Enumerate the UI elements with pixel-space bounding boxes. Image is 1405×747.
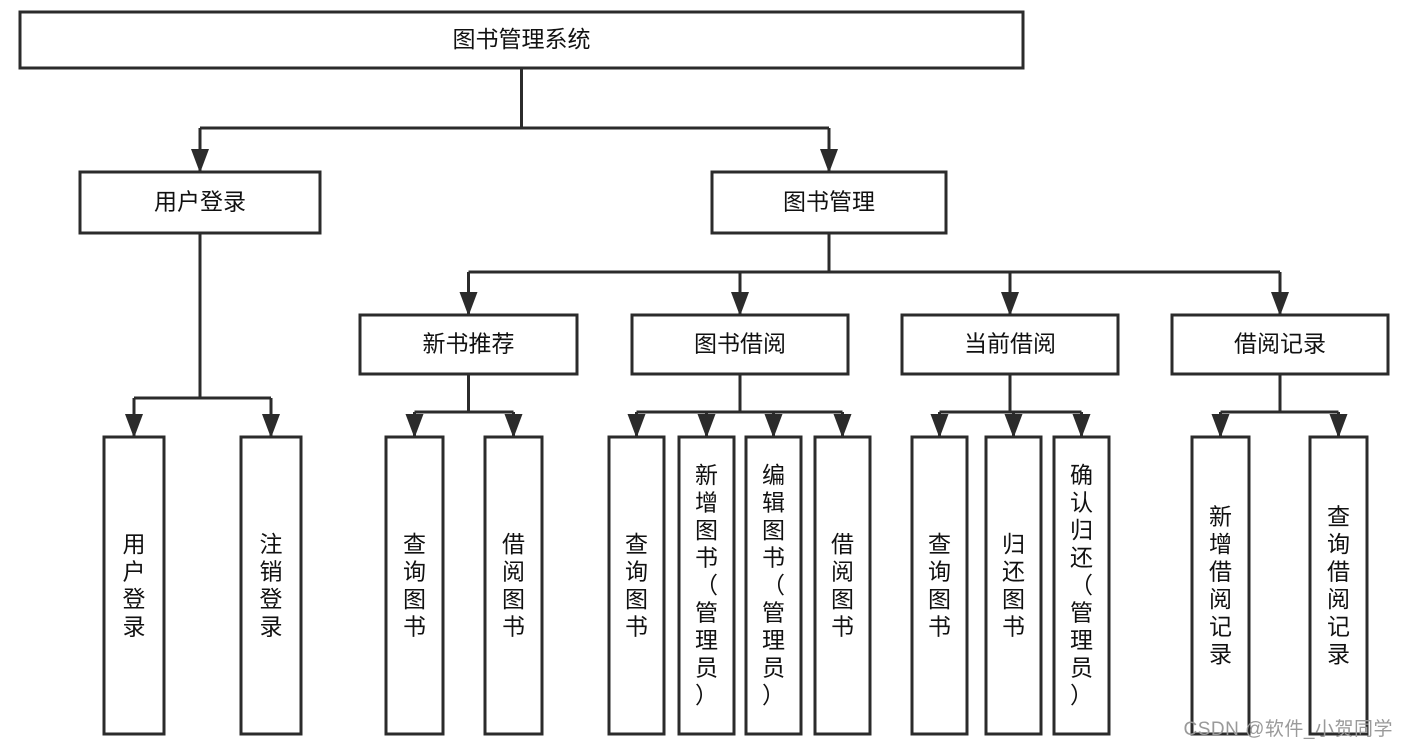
node-current-borrow[interactable]: 当前借阅 (900, 313, 1120, 376)
arrow-down-icon (820, 149, 838, 173)
node-box (677, 435, 736, 736)
node-box (607, 435, 666, 736)
arrow-down-icon (405, 414, 424, 438)
node-leaf-query-book-current[interactable]: 查询图书 (910, 435, 969, 736)
arrow-down-icon (764, 414, 783, 438)
node-leaf-add-borrow-record[interactable]: 新增借阅记录 (1190, 435, 1251, 736)
arrow-down-icon (262, 414, 280, 438)
node-user-login[interactable]: 用户登录 (78, 170, 322, 235)
node-layer: 图书管理系统用户登录图书管理新书推荐图书借阅当前借阅借阅记录用户登录注销登录查询… (18, 10, 1390, 736)
node-box (1308, 435, 1369, 736)
node-new-book-recommend[interactable]: 新书推荐 (358, 313, 579, 376)
node-box (358, 313, 579, 376)
node-book-management[interactable]: 图书管理 (710, 170, 948, 235)
node-label: 查询图书 (625, 531, 648, 640)
node-box (1190, 435, 1251, 736)
node-label: 查询借阅记录 (1327, 503, 1350, 667)
node-leaf-query-book-rec[interactable]: 查询图书 (384, 435, 445, 736)
node-label: 新书推荐 (423, 331, 515, 357)
node-label: 图书管理系统 (453, 26, 591, 52)
node-box (384, 435, 445, 736)
node-box (239, 435, 303, 736)
arrow-down-icon (930, 414, 949, 438)
arrow-down-icon (125, 414, 143, 438)
node-label: 用户登录 (154, 189, 246, 215)
node-leaf-user-login[interactable]: 用户登录 (102, 435, 166, 736)
node-label: 当前借阅 (964, 331, 1056, 357)
arrow-down-icon (1271, 292, 1289, 316)
arrow-down-icon (627, 414, 646, 438)
arrow-down-icon (504, 414, 523, 438)
node-label: 新增借阅记录 (1209, 503, 1232, 667)
node-label: 用户登录 (123, 531, 146, 640)
node-leaf-query-book-borrow[interactable]: 查询图书 (607, 435, 666, 736)
node-box (813, 435, 872, 736)
node-borrow-record[interactable]: 借阅记录 (1170, 313, 1390, 376)
arrow-down-icon (1001, 292, 1019, 316)
node-box (18, 10, 1025, 70)
node-leaf-borrow-book[interactable]: 借阅图书 (813, 435, 872, 736)
node-box (910, 435, 969, 736)
node-box (78, 170, 322, 235)
node-label: 借阅图书 (831, 531, 854, 640)
node-leaf-return-book[interactable]: 归还图书 (984, 435, 1043, 736)
node-label: 查询图书 (928, 531, 951, 640)
node-book-borrow[interactable]: 图书借阅 (630, 313, 850, 376)
node-label: 借阅记录 (1234, 331, 1326, 357)
node-box (744, 435, 803, 736)
arrow-down-icon (1072, 414, 1091, 438)
node-box (102, 435, 166, 736)
node-leaf-confirm-return-admin[interactable]: 确认归还（管理员） (1052, 435, 1111, 736)
node-root[interactable]: 图书管理系统 (18, 10, 1025, 70)
csdn-watermark: CSDN @软件_小贺同学 (1183, 719, 1393, 740)
node-box (1052, 435, 1111, 736)
node-label: 图书借阅 (694, 331, 786, 357)
node-leaf-query-borrow-record[interactable]: 查询借阅记录 (1308, 435, 1369, 736)
arrow-down-icon (833, 414, 852, 438)
arrow-down-icon (1329, 414, 1348, 438)
node-label: 编辑图书（管理员） (762, 462, 785, 708)
node-label: 注销登录 (260, 531, 283, 640)
node-label: 归还图书 (1002, 531, 1025, 640)
node-box (900, 313, 1120, 376)
arrow-down-icon (459, 292, 478, 316)
node-box (483, 435, 544, 736)
node-leaf-add-book-admin[interactable]: 新增图书（管理员） (677, 435, 736, 736)
node-label: 新增图书（管理员） (695, 462, 718, 708)
node-leaf-edit-book-admin[interactable]: 编辑图书（管理员） (744, 435, 803, 736)
node-leaf-borrow-book-rec[interactable]: 借阅图书 (483, 435, 544, 736)
arrow-down-icon (1211, 414, 1230, 438)
node-box (630, 313, 850, 376)
node-box (984, 435, 1043, 736)
arrow-down-icon (191, 149, 209, 173)
arrow-down-icon (697, 414, 716, 438)
node-label: 确认归还（管理员） (1070, 462, 1093, 708)
node-leaf-user-logout[interactable]: 注销登录 (239, 435, 303, 736)
connector-layer (125, 68, 1348, 438)
node-box (1170, 313, 1390, 376)
arrow-down-icon (1004, 414, 1023, 438)
node-label: 查询图书 (403, 531, 426, 640)
node-box (710, 170, 948, 235)
node-label: 借阅图书 (502, 531, 525, 640)
arrow-down-icon (731, 292, 749, 316)
node-label: 图书管理 (783, 189, 875, 215)
